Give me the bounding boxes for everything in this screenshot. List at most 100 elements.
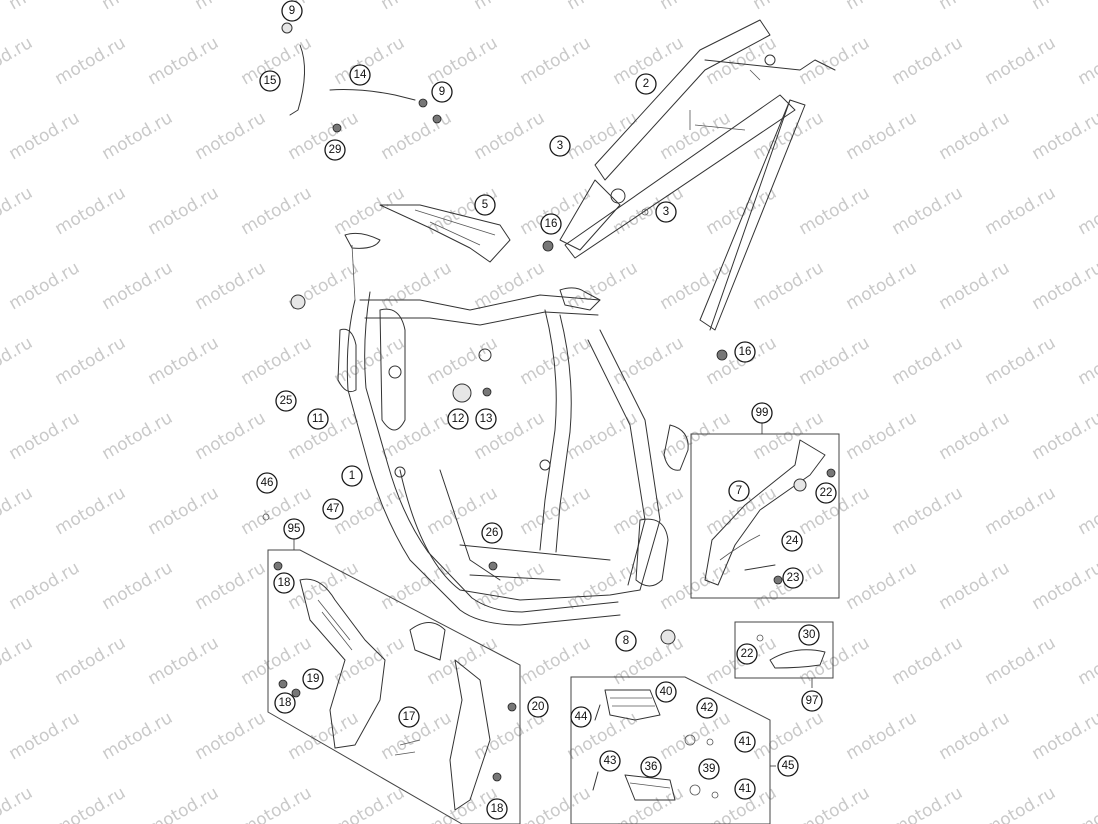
svg-text:17: 17 (403, 711, 416, 723)
callout: 25 (275, 390, 297, 412)
watermark-text: motod.ru (52, 783, 130, 824)
callout: 97 (801, 690, 823, 712)
svg-text:5: 5 (482, 199, 488, 211)
watermark-text: motod.ru (843, 708, 921, 764)
watermark-text: motod.ru (1075, 633, 1098, 689)
watermark-text: motod.ru (889, 33, 967, 89)
watermark-text: motod.ru (982, 783, 1060, 824)
watermark-text: motod.ru (750, 0, 828, 14)
callout: 9 (281, 0, 303, 22)
watermark-text: motod.ru (1029, 0, 1098, 14)
watermark-text: motod.ru (982, 483, 1060, 539)
watermark-text: motod.ru (1075, 783, 1098, 824)
watermark-text: motod.ru (564, 258, 642, 314)
callout: 18 (486, 798, 508, 820)
svg-text:18: 18 (279, 697, 292, 709)
callout: 3 (655, 201, 677, 223)
svg-text:7: 7 (736, 485, 742, 497)
watermark-text: motod.ru (517, 633, 595, 689)
watermark-text: motod.ru (424, 33, 502, 89)
svg-text:47: 47 (327, 503, 340, 515)
watermark-text: motod.ru (1029, 708, 1098, 764)
watermark-text: motod.ru (52, 183, 130, 239)
watermark-text: motod.ru (238, 333, 316, 389)
watermark-text: motod.ru (192, 558, 270, 614)
callout: 39 (698, 758, 720, 780)
svg-text:3: 3 (557, 140, 563, 152)
watermark-text: motod.ru (285, 108, 363, 164)
watermark-text: motod.ru (1075, 483, 1098, 539)
svg-text:18: 18 (491, 803, 504, 815)
watermark-text: motod.ru (982, 183, 1060, 239)
callout: 3 (549, 135, 571, 157)
watermark-text: motod.ru (99, 108, 177, 164)
callout: 18 (274, 692, 296, 714)
watermark-text: motod.ru (610, 483, 688, 539)
callout: 22 (815, 482, 837, 504)
watermark-text: motod.ru (796, 783, 874, 824)
svg-text:44: 44 (575, 711, 588, 723)
callout: 9 (431, 81, 453, 103)
watermark-text: motod.ru (424, 633, 502, 689)
watermark-text: motod.ru (192, 108, 270, 164)
svg-text:2: 2 (643, 78, 649, 90)
callout: 15 (259, 70, 281, 92)
svg-text:97: 97 (806, 695, 819, 707)
callout: 95 (283, 518, 305, 540)
watermark-text: motod.ru (889, 183, 967, 239)
watermark-text: motod.ru (936, 258, 1014, 314)
watermark-text: motod.ru (0, 33, 36, 89)
svg-text:22: 22 (741, 648, 754, 660)
watermark-text: motod.ru (982, 333, 1060, 389)
callout: 26 (481, 522, 503, 544)
watermark-text: motod.ru (6, 258, 84, 314)
watermark-text: motod.ru (471, 108, 549, 164)
watermark-text: motod.ru (843, 108, 921, 164)
watermark-text: motod.ru (657, 558, 735, 614)
watermark-text: motod.ru (52, 33, 130, 89)
watermark-text: motod.ru (564, 108, 642, 164)
callout: 18 (273, 572, 295, 594)
callout: 2 (635, 73, 657, 95)
callout: 42 (696, 697, 718, 719)
svg-text:99: 99 (756, 407, 769, 419)
svg-text:19: 19 (307, 673, 320, 685)
watermark-text: motod.ru (0, 483, 36, 539)
callout: 44 (570, 706, 592, 728)
watermark-text: motod.ru (843, 408, 921, 464)
watermark-text: motod.ru (99, 258, 177, 314)
callout: 36 (640, 756, 662, 778)
watermark-text: motod.ru (610, 333, 688, 389)
watermark-text: motod.ru (6, 708, 84, 764)
callout: 12 (447, 408, 469, 430)
watermark-text: motod.ru (843, 258, 921, 314)
watermark-text: motod.ru (424, 333, 502, 389)
watermark-text: motod.ru (145, 333, 223, 389)
watermark-text: motod.ru (192, 0, 270, 14)
callout: 40 (655, 681, 677, 703)
svg-text:13: 13 (480, 413, 493, 425)
watermark-text: motod.ru (99, 558, 177, 614)
svg-text:9: 9 (439, 86, 445, 98)
callout: 8 (615, 630, 637, 652)
watermark-text: motod.ru (471, 558, 549, 614)
watermark-text: motod.ru (378, 408, 456, 464)
watermark-text: motod.ru (610, 783, 688, 824)
watermark-text: motod.ru (657, 708, 735, 764)
svg-text:16: 16 (545, 218, 558, 230)
svg-text:25: 25 (280, 395, 293, 407)
svg-text:30: 30 (803, 629, 816, 641)
watermark-text: motod.ru (936, 408, 1014, 464)
callout: 19 (302, 668, 324, 690)
watermark-text: motod.ru (0, 783, 36, 824)
watermark-text: motod.ru (703, 183, 781, 239)
callout: 23 (782, 567, 804, 589)
svg-text:12: 12 (452, 413, 465, 425)
watermark-text: motod.ru (564, 558, 642, 614)
callout: 47 (322, 498, 344, 520)
callout: 22 (736, 643, 758, 665)
watermark-text: motod.ru (0, 333, 36, 389)
watermark-text: motod.ru (192, 708, 270, 764)
watermark-text: motod.ru (1029, 408, 1098, 464)
